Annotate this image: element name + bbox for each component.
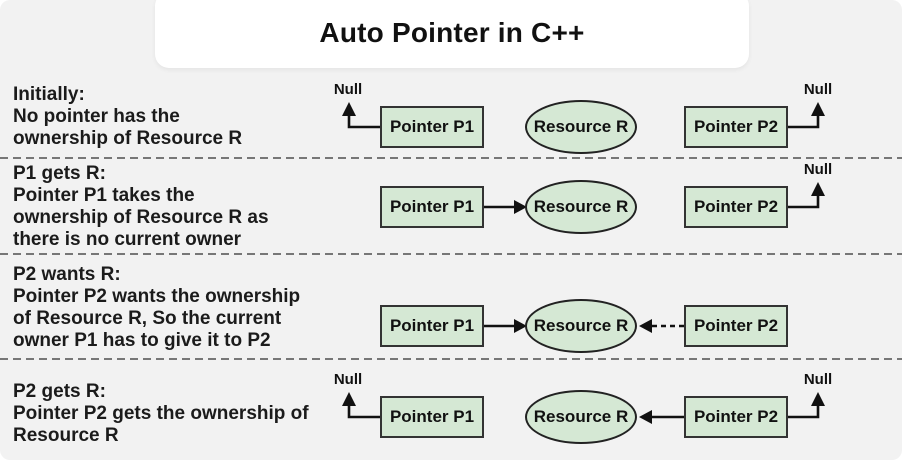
row3-pointer-p1-label: Pointer P1 <box>389 316 475 335</box>
row3-pointer-p2-label: Pointer P2 <box>693 316 779 335</box>
row2-resource-r-label: Resource R <box>533 197 629 216</box>
row2-p2-null-label: Null <box>803 161 833 178</box>
row1-p1-null-label: Null <box>333 81 363 98</box>
row4-pointer-p2-node: Pointer P2 <box>684 396 788 438</box>
row2-description: P1 gets R: Pointer P1 takes the ownershi… <box>13 163 269 250</box>
row2-pointer-p1-node: Pointer P1 <box>380 186 484 228</box>
title-card: Auto Pointer in C++ <box>155 0 749 68</box>
row2-pointer-p2-node: Pointer P2 <box>684 186 788 228</box>
row3-resource-r-node: Resource R <box>525 299 637 353</box>
row2-pointer-p2-label: Pointer P2 <box>693 197 779 216</box>
row4-pointer-p1-node: Pointer P1 <box>380 396 484 438</box>
row2-p2-to-null-connector <box>788 182 825 209</box>
row4-pointer-p2-label: Pointer P2 <box>693 407 779 426</box>
row1-pointer-p1-node: Pointer P1 <box>380 106 484 148</box>
row3-pointer-p2-node: Pointer P2 <box>684 305 788 347</box>
row4-resource-r-label: Resource R <box>533 407 629 426</box>
row2-p1-to-resource-arrow <box>484 200 527 214</box>
row4-p2-to-resource-arrow <box>639 410 684 424</box>
row1-p2-to-null-connector <box>788 102 825 129</box>
row4-pointer-p1-label: Pointer P1 <box>389 407 475 426</box>
row4-p2-null-label: Null <box>803 371 833 388</box>
row3-p1-to-resource-arrow <box>484 319 527 333</box>
row1-resource-r-label: Resource R <box>533 117 629 136</box>
row1-pointer-p1-label: Pointer P1 <box>389 117 475 136</box>
row4-resource-r-node: Resource R <box>525 390 637 444</box>
row2-resource-r-node: Resource R <box>525 180 637 234</box>
row3-description: P2 wants R: Pointer P2 wants the ownersh… <box>13 264 301 351</box>
row1-description: Initially: No pointer has the ownership … <box>13 84 243 149</box>
row1-p2-null-label: Null <box>803 81 833 98</box>
row1-resource-r-node: Resource R <box>525 100 637 154</box>
row4-p2-to-null-connector <box>788 392 825 419</box>
row4-description: P2 gets R: Pointer P2 gets the ownership… <box>13 381 309 446</box>
row4-p1-null-label: Null <box>333 371 363 388</box>
row2-pointer-p1-label: Pointer P1 <box>389 197 475 216</box>
row1-pointer-p2-label: Pointer P2 <box>693 117 779 136</box>
row3-p2-to-resource-dashed-arrow <box>639 319 684 333</box>
row1-pointer-p2-node: Pointer P2 <box>684 106 788 148</box>
page-title: Auto Pointer in C++ <box>319 17 585 48</box>
row3-resource-r-label: Resource R <box>533 316 629 335</box>
row3-pointer-p1-node: Pointer P1 <box>380 305 484 347</box>
